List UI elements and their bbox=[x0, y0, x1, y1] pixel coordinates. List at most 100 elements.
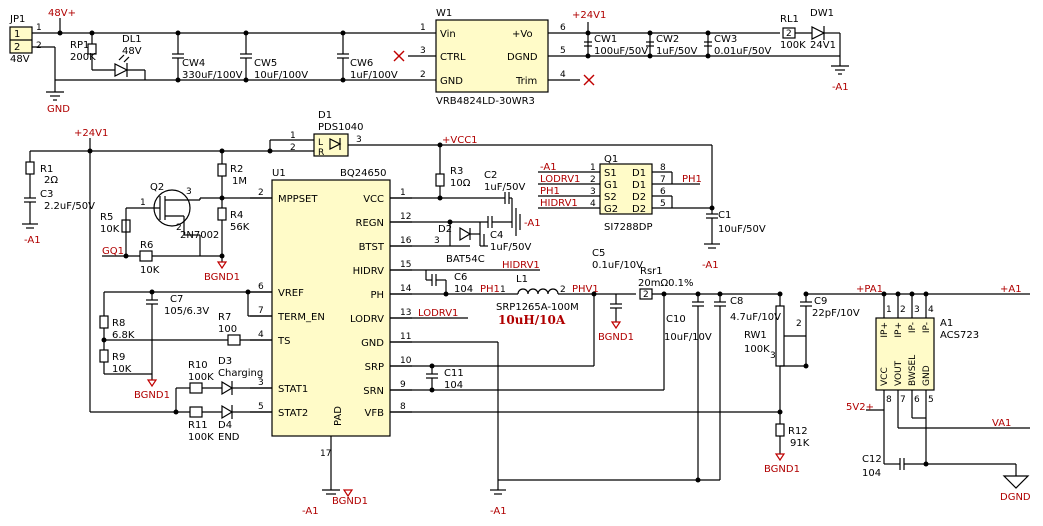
svg-text:Vin: Vin bbox=[440, 29, 456, 40]
svg-text:22pF/10V: 22pF/10V bbox=[812, 308, 860, 319]
svg-text:END: END bbox=[218, 432, 240, 443]
svg-text:3: 3 bbox=[356, 135, 362, 145]
jp1-pin-2: 2 bbox=[14, 42, 20, 53]
cw2-value: 1uF/50V bbox=[656, 46, 698, 57]
svg-text:C3: C3 bbox=[40, 189, 53, 200]
q1-right-nets: PH1 -A1 C1 10uF/50V bbox=[671, 172, 766, 271]
a1-pin-name: VOUT bbox=[894, 360, 904, 386]
svg-text:BGND1: BGND1 bbox=[204, 272, 240, 283]
cw4-capacitor: CW4 330uF/100V bbox=[172, 33, 243, 81]
svg-text:C1: C1 bbox=[718, 210, 731, 221]
svg-text:1: 1 bbox=[500, 285, 506, 295]
u1-pin-num: 12 bbox=[400, 212, 411, 222]
svg-text:D3: D3 bbox=[218, 356, 232, 367]
svg-text:W1: W1 bbox=[436, 8, 452, 19]
net-48v-label: 48V+ bbox=[48, 8, 76, 19]
svg-text:BGND1: BGND1 bbox=[332, 496, 368, 507]
r4-resistor: R4 56K BGND1 bbox=[184, 198, 250, 283]
svg-text:BGND1: BGND1 bbox=[598, 332, 634, 343]
svg-text:100K: 100K bbox=[780, 40, 806, 51]
svg-text:D2: D2 bbox=[438, 224, 452, 235]
r3-c2-network: R3 10Ω C2 1uF/50V -A1 bbox=[390, 145, 541, 236]
svg-text:-A1: -A1 bbox=[302, 506, 319, 517]
q1-pin-num: 2 bbox=[590, 175, 596, 185]
jp1-pin-num-1: 1 bbox=[36, 23, 42, 33]
svg-text:3: 3 bbox=[434, 236, 440, 246]
gnd-symbol: GND bbox=[46, 91, 70, 115]
svg-text:VA1: VA1 bbox=[992, 418, 1011, 429]
svg-text:1: 1 bbox=[420, 23, 426, 33]
svg-text:U1: U1 bbox=[272, 168, 286, 179]
svg-text:1uF/50V: 1uF/50V bbox=[484, 182, 526, 193]
svg-text:48V: 48V bbox=[122, 46, 142, 57]
srp-srn-network: C11 104 -A1 bbox=[390, 291, 667, 517]
svg-text:SRP1265A-100M: SRP1265A-100M bbox=[496, 302, 579, 313]
svg-text:DGND: DGND bbox=[1000, 492, 1031, 503]
top-right-wiring bbox=[580, 22, 841, 66]
svg-text:A1: A1 bbox=[940, 318, 953, 329]
a1-current-sensor: A1 ACS723 5V2+ VA1 bbox=[806, 291, 1030, 464]
u1-pin-num: 2 bbox=[258, 188, 264, 198]
svg-text:RP1: RP1 bbox=[70, 40, 89, 51]
output-caps: C10 10uF/10V C8 4.7uF/10V bbox=[498, 291, 783, 483]
a1-pin-name: IP+ bbox=[894, 322, 904, 338]
u1-pin-num: 11 bbox=[400, 332, 411, 342]
svg-text:RW1: RW1 bbox=[744, 330, 767, 341]
u1-pin-num: 4 bbox=[258, 330, 264, 340]
a1-pin-name: IP- bbox=[922, 322, 932, 333]
svg-text:100K: 100K bbox=[744, 344, 770, 355]
u1-pin-name: GND bbox=[361, 338, 384, 349]
a1-pin-num: 5 bbox=[928, 395, 934, 405]
svg-text:20mΩ0.1%: 20mΩ0.1% bbox=[638, 278, 694, 289]
svg-text:DW1: DW1 bbox=[810, 8, 834, 19]
cw1-ref: CW1 bbox=[594, 34, 617, 45]
rw1-pot: 2 3 RW1 100K C9 22pF/10V BGND1 R12 91K bbox=[390, 291, 860, 475]
a1-pin-name: IP- bbox=[908, 322, 918, 333]
svg-text:100K: 100K bbox=[188, 432, 214, 443]
svg-text:10Ω: 10Ω bbox=[450, 178, 471, 189]
c5-rsr1: BGND1 C5 0.1uF/10V 2 Rsr1 20mΩ0.1% bbox=[592, 248, 780, 366]
svg-text:RL1: RL1 bbox=[780, 14, 799, 25]
svg-text:R4: R4 bbox=[230, 210, 243, 221]
c6-capacitor: C6 104 bbox=[425, 270, 473, 295]
u1-pin-num: 7 bbox=[258, 306, 264, 316]
a1-pin-num: 4 bbox=[928, 305, 934, 315]
u1-pin-name: BTST bbox=[359, 242, 385, 253]
svg-text:R: R bbox=[318, 148, 324, 158]
rail-24v-wiring bbox=[30, 138, 713, 413]
q1-net-label: -A1 bbox=[540, 162, 557, 173]
svg-text:C7: C7 bbox=[170, 294, 183, 305]
q1-net-label: HIDRV1 bbox=[540, 198, 578, 209]
svg-text:100: 100 bbox=[218, 324, 237, 335]
svg-text:10uF/100V: 10uF/100V bbox=[254, 70, 308, 81]
svg-text:5V2+: 5V2+ bbox=[846, 402, 874, 413]
svg-text:3: 3 bbox=[770, 351, 776, 361]
svg-text:SI7288DP: SI7288DP bbox=[604, 222, 652, 233]
svg-text:0.1uF/10V: 0.1uF/10V bbox=[592, 260, 643, 271]
svg-text:PHV1: PHV1 bbox=[572, 284, 599, 295]
q1-pin-name: S2 bbox=[604, 192, 617, 203]
r5-r6: R5 10K R6 10K GQ1 bbox=[100, 212, 200, 276]
u1-pin-num: 6 bbox=[258, 282, 264, 292]
vref-network: BGND1 C7 105/6.3V R8 6.8K R9 10K R7 100 bbox=[99, 289, 272, 401]
a1-pin-num: 8 bbox=[886, 395, 892, 405]
a1-pin-num: 2 bbox=[900, 305, 906, 315]
svg-text:2: 2 bbox=[786, 29, 792, 39]
a1-pin-name: VCC bbox=[880, 367, 890, 386]
q1-pin-name: S1 bbox=[604, 168, 617, 179]
u1-pin-name: MPPSET bbox=[278, 194, 318, 205]
svg-text:DL1: DL1 bbox=[122, 34, 142, 45]
svg-text:VRB4824LD-30WR3: VRB4824LD-30WR3 bbox=[436, 96, 535, 107]
q1-pin-num: 7 bbox=[660, 175, 666, 185]
u1-pin-num: 8 bbox=[400, 402, 406, 412]
svg-text:BQ24650: BQ24650 bbox=[340, 168, 387, 179]
svg-text:4: 4 bbox=[560, 70, 566, 80]
q1-pin-name: D1 bbox=[632, 168, 646, 179]
q1-pin-num: 4 bbox=[590, 199, 596, 209]
net-a1-label: +A1 bbox=[1000, 284, 1022, 295]
jp1-pin-1: 1 bbox=[14, 29, 20, 40]
svg-text:6.8K: 6.8K bbox=[112, 330, 135, 341]
c12-dgnd: DGND C12 104 bbox=[862, 410, 1031, 503]
